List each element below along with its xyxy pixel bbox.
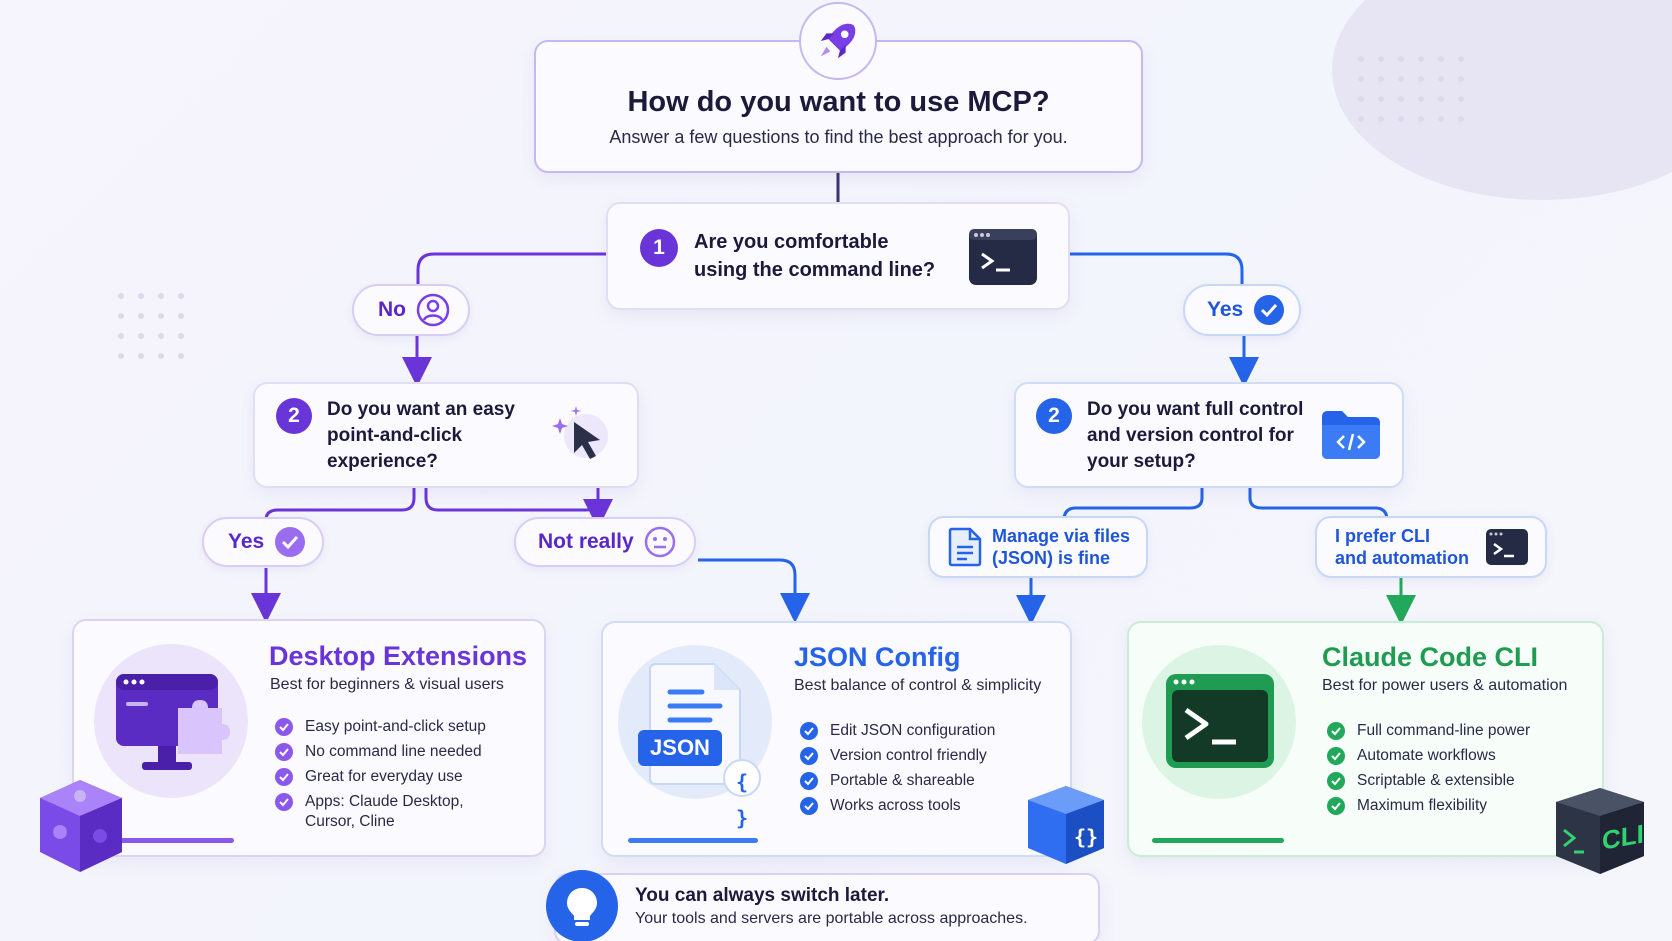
check-icon xyxy=(800,772,818,790)
branch-yes-pill[interactable]: Yes xyxy=(1183,284,1302,336)
cli-cube-icon xyxy=(1556,788,1644,874)
claude-code-cli-accent-bar xyxy=(1152,838,1284,843)
check-icon xyxy=(275,527,306,557)
background-dots-left xyxy=(118,293,184,359)
json-badge-label: JSON xyxy=(650,735,710,760)
question-1-number: 1 xyxy=(640,229,678,267)
code-folder-icon xyxy=(1322,411,1380,459)
feature-item: Works across tools xyxy=(800,796,995,816)
branch-no-pill[interactable]: No xyxy=(352,284,470,336)
feature-item: No command line needed xyxy=(275,742,486,762)
desktop-extensions-title: Desktop Extensions xyxy=(269,641,528,671)
answer-yes-pill[interactable]: Yes xyxy=(202,517,325,567)
puzzle-cube-icon xyxy=(40,780,122,872)
feature-item: Scriptable & extensible xyxy=(1327,771,1530,791)
answer-not-really-label: Not really xyxy=(538,530,634,553)
braces-icon: { } xyxy=(735,770,749,830)
feature-item: Maximum flexibility xyxy=(1327,796,1530,816)
json-file-icon xyxy=(638,663,761,797)
answer-manage-files-label: Manage via files (JSON) is fine xyxy=(992,526,1131,568)
check-icon xyxy=(275,793,293,811)
question-2-left-number: 2 xyxy=(276,398,312,434)
branch-no-label: No xyxy=(378,298,406,321)
check-icon xyxy=(800,797,818,815)
feature-item: Edit JSON configuration xyxy=(800,721,995,741)
answer-manage-files-pill[interactable]: Manage via files (JSON) is fine xyxy=(928,516,1149,578)
neutral-face-icon xyxy=(644,526,675,558)
check-icon xyxy=(1327,722,1345,740)
feature-item: Portable & shareable xyxy=(800,771,995,791)
check-icon xyxy=(1254,295,1285,325)
cursor-sparkle-icon xyxy=(552,406,608,459)
feature-item: Automate workflows xyxy=(1327,746,1530,766)
question-2-right-number: 2 xyxy=(1036,398,1072,434)
question-2-left-text: Do you want an easy point-and-click expe… xyxy=(327,399,515,472)
feature-item: Apps: Claude Desktop, Cursor, Cline xyxy=(275,792,486,832)
question-2-right-text: Do you want full control and version con… xyxy=(1087,399,1304,472)
answer-prefer-cli-pill[interactable]: I prefer CLI and automation xyxy=(1315,516,1547,578)
background-dots-right xyxy=(1358,56,1464,122)
terminal-window-icon xyxy=(1166,674,1274,768)
rocket-icon xyxy=(820,23,856,59)
lightbulb-icon xyxy=(567,888,597,926)
check-icon xyxy=(275,768,293,786)
check-icon xyxy=(1327,747,1345,765)
feature-item: Great for everyday use xyxy=(275,767,486,787)
rocket-badge xyxy=(799,2,877,80)
user-icon xyxy=(416,293,450,327)
question-1-text: Are you comfortable using the command li… xyxy=(694,231,936,281)
check-icon xyxy=(800,747,818,765)
svg-text:{}: {} xyxy=(1074,825,1098,849)
check-icon xyxy=(1327,772,1345,790)
monitor-puzzle-icon xyxy=(116,674,230,770)
footer-text: Your tools and servers are portable acro… xyxy=(635,910,1028,927)
page-title: How do you want to use MCP? xyxy=(627,86,1050,118)
claude-code-cli-subtitle: Best for power users & automation xyxy=(1322,677,1568,694)
document-icon xyxy=(948,527,982,567)
footer-card xyxy=(554,873,1100,941)
desktop-extensions-subtitle: Best for beginners & visual users xyxy=(270,676,504,693)
lightbulb-badge xyxy=(546,870,618,941)
page-subtitle: Answer a few questions to find the best … xyxy=(609,127,1068,147)
check-icon xyxy=(275,743,293,761)
answer-yes-label: Yes xyxy=(228,530,265,553)
feature-item: Full command-line power xyxy=(1327,721,1530,741)
check-icon xyxy=(275,718,293,736)
desktop-extensions-accent-bar xyxy=(106,838,234,843)
answer-prefer-cli-label: I prefer CLI and automation xyxy=(1335,526,1469,568)
check-icon xyxy=(1327,797,1345,815)
check-icon xyxy=(800,722,818,740)
claude-code-cli-features: Full command-line power Automate workflo… xyxy=(1327,721,1530,821)
feature-item: Easy point-and-click setup xyxy=(275,717,486,737)
branch-yes-label: Yes xyxy=(1207,298,1244,321)
claude-code-cli-title: Claude Code CLI xyxy=(1322,642,1539,672)
answer-not-really-pill[interactable]: Not really xyxy=(514,517,696,567)
feature-item: Version control friendly xyxy=(800,746,995,766)
json-config-title: JSON Config xyxy=(794,642,961,672)
json-config-accent-bar xyxy=(628,838,758,843)
terminal-icon xyxy=(969,229,1037,285)
footer-title: You can always switch later. xyxy=(635,885,890,906)
terminal-icon xyxy=(1486,529,1528,565)
desktop-extensions-features: Easy point-and-click setup No command li… xyxy=(275,717,486,837)
braces-cube-icon: {} xyxy=(1028,786,1104,864)
json-config-subtitle: Best balance of control & simplicity xyxy=(794,677,1042,694)
json-config-features: Edit JSON configuration Version control … xyxy=(800,721,995,821)
